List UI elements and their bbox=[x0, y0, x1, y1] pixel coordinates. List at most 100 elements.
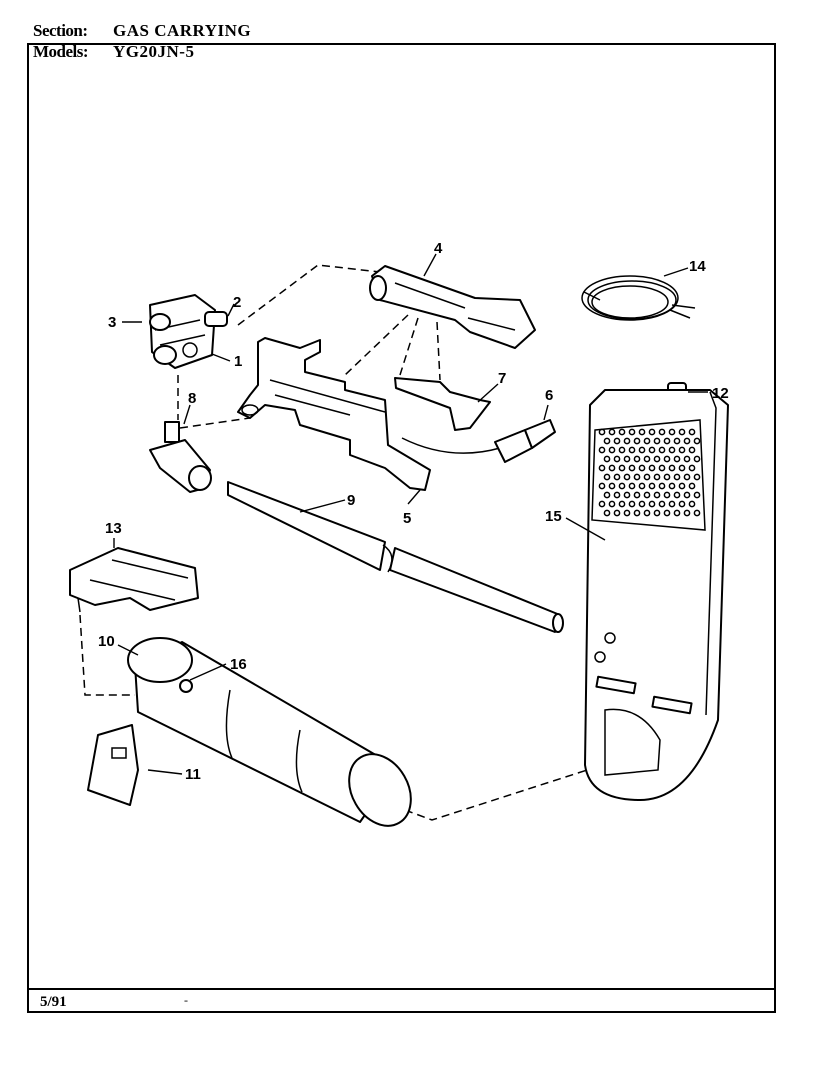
vent-hole bbox=[638, 464, 646, 472]
vent-hole bbox=[678, 428, 686, 436]
vent-hole bbox=[663, 491, 671, 499]
callout-16: 16 bbox=[230, 656, 247, 673]
vent-hole bbox=[643, 473, 651, 481]
vent-hole bbox=[658, 446, 666, 454]
vent-hole bbox=[648, 500, 656, 508]
vent-hole bbox=[623, 437, 631, 445]
vent-hole bbox=[628, 464, 636, 472]
vent-hole bbox=[613, 491, 621, 499]
callout-9: 9 bbox=[347, 492, 355, 509]
vent-hole bbox=[603, 473, 611, 481]
vent-hole bbox=[653, 455, 661, 463]
vent-hole bbox=[688, 464, 696, 472]
vent-hole bbox=[603, 437, 611, 445]
section-value: GAS CARRYING bbox=[113, 21, 252, 40]
vent-hole bbox=[608, 446, 616, 454]
vent-hole bbox=[623, 455, 631, 463]
callout-11: 11 bbox=[185, 766, 201, 783]
footer-mark: - bbox=[184, 993, 188, 1007]
vent-hole bbox=[683, 455, 691, 463]
vent-hole bbox=[618, 446, 626, 454]
vent-hole bbox=[623, 491, 631, 499]
vent-hole bbox=[633, 473, 641, 481]
vent-hole bbox=[598, 428, 606, 436]
callout-13: 13 bbox=[105, 520, 122, 537]
vent-hole bbox=[678, 482, 686, 490]
vent-hole bbox=[618, 482, 626, 490]
vent-hole bbox=[608, 482, 616, 490]
vent-hole bbox=[653, 473, 661, 481]
vent-hole bbox=[628, 428, 636, 436]
callout-6: 6 bbox=[545, 387, 553, 404]
vent-hole bbox=[663, 509, 671, 517]
vent-hole bbox=[663, 455, 671, 463]
callout-1: 1 bbox=[234, 353, 242, 370]
vent-hole bbox=[608, 500, 616, 508]
callout-3: 3 bbox=[108, 314, 116, 331]
burner-tube-part bbox=[127, 637, 412, 827]
gas-valve-part bbox=[149, 294, 228, 369]
vent-hole bbox=[633, 491, 641, 499]
vent-hole bbox=[643, 491, 651, 499]
vent-hole bbox=[683, 509, 691, 517]
models-label: Models: bbox=[33, 42, 89, 61]
vent-hole bbox=[648, 482, 656, 490]
callout-5: 5 bbox=[403, 510, 411, 527]
vent-hole bbox=[673, 509, 681, 517]
vent-hole bbox=[648, 428, 656, 436]
vent-hole bbox=[673, 491, 681, 499]
vent-hole bbox=[638, 428, 646, 436]
callout-14: 14 bbox=[689, 258, 706, 275]
vent-hole bbox=[633, 455, 641, 463]
vent-hole bbox=[688, 446, 696, 454]
vent-hole bbox=[673, 437, 681, 445]
vent-hole bbox=[663, 437, 671, 445]
callout-12: 12 bbox=[712, 385, 729, 402]
vent-hole bbox=[693, 509, 701, 517]
vent-hole bbox=[688, 428, 696, 436]
vent-hole bbox=[598, 464, 606, 472]
vent-hole bbox=[598, 446, 606, 454]
vent-hole bbox=[668, 464, 676, 472]
vent-hole bbox=[678, 500, 686, 508]
vent-hole bbox=[638, 446, 646, 454]
vent-hole bbox=[688, 500, 696, 508]
vent-hole bbox=[643, 455, 651, 463]
vent-hole bbox=[673, 455, 681, 463]
models-value: YG20JN-5 bbox=[113, 42, 195, 61]
callout-8: 8 bbox=[188, 390, 196, 407]
burner-housing-part bbox=[584, 389, 729, 801]
callout-7: 7 bbox=[498, 370, 506, 387]
vent-hole-grid bbox=[598, 428, 701, 517]
section-header: Section:GAS CARRYING bbox=[33, 22, 251, 40]
vent-hole bbox=[598, 482, 606, 490]
vent-hole bbox=[668, 500, 676, 508]
vent-hole bbox=[668, 482, 676, 490]
burner-bracket-part bbox=[369, 265, 536, 349]
sensor-bracket-part bbox=[394, 377, 491, 431]
vent-hole bbox=[648, 464, 656, 472]
vent-hole bbox=[693, 455, 701, 463]
vent-hole bbox=[638, 500, 646, 508]
callout-2: 2 bbox=[233, 294, 241, 311]
vent-hole bbox=[693, 473, 701, 481]
wire-harness-part bbox=[581, 275, 696, 321]
vent-hole bbox=[628, 446, 636, 454]
vent-hole bbox=[688, 482, 696, 490]
vent-hole bbox=[598, 500, 606, 508]
callout-15: 15 bbox=[545, 508, 562, 525]
vent-hole bbox=[623, 473, 631, 481]
footer-date: 5/91 bbox=[40, 994, 67, 1010]
vent-hole bbox=[658, 500, 666, 508]
callout-4: 4 bbox=[434, 240, 443, 257]
support-bracket-part bbox=[87, 724, 139, 806]
vent-hole bbox=[613, 455, 621, 463]
vent-hole bbox=[683, 437, 691, 445]
igniter-part bbox=[401, 419, 556, 463]
vent-hole bbox=[683, 473, 691, 481]
models-header: Models: YG20JN-5 bbox=[33, 43, 194, 61]
callout-labels: 1 2 3 4 5 6 7 8 9 10 11 12 13 14 15 16 bbox=[98, 240, 729, 783]
manifold-pipe-part bbox=[227, 481, 564, 633]
vent-hole bbox=[658, 482, 666, 490]
